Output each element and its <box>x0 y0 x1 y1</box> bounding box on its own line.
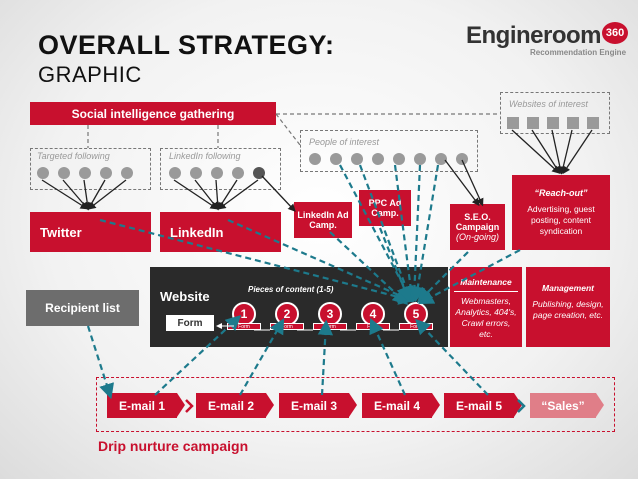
maintenance-body: Webmasters, Analytics, 404's, Crawl erro… <box>455 296 517 339</box>
websites-of-interest-label: Websites of interest <box>509 99 588 109</box>
follower-dot <box>169 167 181 179</box>
email-2: E-mail 2 <box>196 393 266 418</box>
follower-dot <box>100 167 112 179</box>
maintenance-title: Maintenance <box>460 277 512 287</box>
follower-dot <box>211 167 223 179</box>
person-dot <box>351 153 363 165</box>
website-square <box>567 117 579 129</box>
people-of-interest-group: People of interest <box>300 130 478 172</box>
email-1: E-mail 1 <box>107 393 177 418</box>
form-box: Form <box>166 315 214 331</box>
follower-dot <box>121 167 133 179</box>
website-square <box>527 117 539 129</box>
follower-dot <box>79 167 91 179</box>
person-dot <box>309 153 321 165</box>
seo-title: S.E.O. Campaign <box>455 212 500 232</box>
person-dot <box>456 153 468 165</box>
reach-out-title: “Reach-out” <box>534 188 588 198</box>
website-form-connectors <box>216 323 399 331</box>
teal-flow-arrows <box>86 164 521 400</box>
email-3: E-mail 3 <box>279 393 349 418</box>
logo-tagline: Recommendation Engine <box>530 48 627 57</box>
social-intelligence-banner: Social intelligence gathering <box>30 102 276 125</box>
reach-out-box: “Reach-out” Advertising, guest posting, … <box>512 175 610 250</box>
twitter-box: Twitter <box>30 212 151 252</box>
person-dot <box>393 153 405 165</box>
targeted-following-group: Targeted following <box>30 148 151 190</box>
pieces-of-content-label: Pieces of content (1-5) <box>248 285 334 294</box>
website-label: Website <box>160 289 210 304</box>
linkedin-ad-campaign-box: LinkedIn Ad Camp. <box>294 202 352 238</box>
seo-campaign-box: S.E.O. Campaign (On-going) <box>450 204 505 250</box>
content-piece-1: 1 <box>232 302 256 326</box>
targeted-following-label: Targeted following <box>37 151 110 161</box>
linkedin-following-label: LinkedIn following <box>169 151 241 161</box>
person-dot <box>435 153 447 165</box>
page-subtitle: GRAPHIC <box>38 62 142 87</box>
sales-arrow-tip <box>596 393 604 417</box>
email-5: E-mail 5 <box>444 393 514 418</box>
email-3-arrow-tip <box>349 393 357 417</box>
follower-dot <box>58 167 70 179</box>
follower-dot <box>190 167 202 179</box>
linkedin-box: LinkedIn <box>160 212 281 252</box>
follower-dot <box>232 167 244 179</box>
logo-badge: 360 <box>602 22 629 44</box>
people-of-interest-label: People of interest <box>309 137 380 147</box>
management-title: Management <box>542 283 594 293</box>
drip-campaign-frame <box>96 377 615 432</box>
chevron-right-icon <box>185 399 194 413</box>
website-square <box>507 117 519 129</box>
sales-box: “Sales” <box>530 393 596 418</box>
website-square <box>547 117 559 129</box>
reach-out-body: Advertising, guest posting, content synd… <box>527 204 595 236</box>
person-dot <box>414 153 426 165</box>
person-dot <box>372 153 384 165</box>
drip-campaign-label: Drip nurture campaign <box>98 438 249 454</box>
email-5-arrow-tip <box>514 393 522 417</box>
email-2-arrow-tip <box>266 393 274 417</box>
seo-subtitle: (On-going) <box>455 232 500 242</box>
email-4: E-mail 4 <box>362 393 432 418</box>
logo-name: Engineroom <box>466 22 602 49</box>
follower-dot <box>37 167 49 179</box>
management-box: Management Publishing, design, page crea… <box>526 267 610 347</box>
linkedin-following-group: LinkedIn following <box>160 148 281 190</box>
chevron-right-icon <box>517 399 526 413</box>
dashed-connectors <box>87 113 500 148</box>
recipient-list-box: Recipient list <box>26 290 139 326</box>
follower-arrows <box>41 129 593 212</box>
email-4-arrow-tip <box>432 393 440 417</box>
person-dot <box>330 153 342 165</box>
email-1-arrow-tip <box>177 393 185 417</box>
website-square <box>587 117 599 129</box>
page-title: OVERALL STRATEGY: <box>38 30 335 60</box>
management-body: Publishing, design, page creation, etc. <box>532 299 604 320</box>
websites-of-interest-group: Websites of interest <box>500 92 610 134</box>
